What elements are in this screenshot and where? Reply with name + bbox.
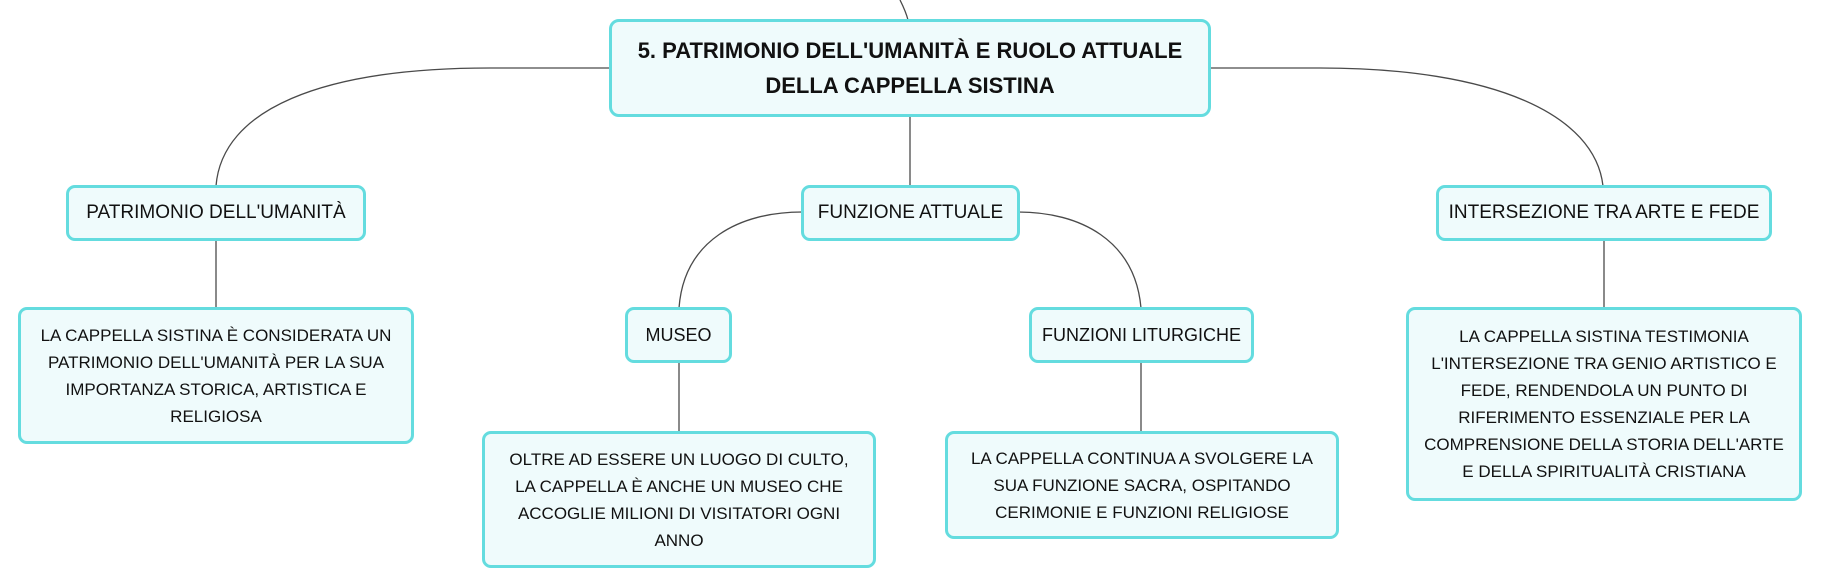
detail-text-museo: OLTRE AD ESSERE UN LUOGO DI CULTO, LA CA…	[509, 449, 849, 550]
connector-root-to-patrimonio	[215, 67, 610, 187]
subtopic-label-museo: MUSEO	[645, 325, 712, 345]
topic-node-intersezione[interactable]: INTERSEZIONE TRA ARTE E FEDE	[1436, 185, 1772, 241]
detail-node-museo[interactable]: OLTRE AD ESSERE UN LUOGO DI CULTO, LA CA…	[482, 431, 876, 568]
connector-root-to-intersezione	[1210, 67, 1604, 187]
detail-text-liturgiche: LA CAPPELLA CONTINUA A SVOLGERE LA SUA F…	[970, 448, 1314, 522]
connector-funzione-to-liturgiche	[1017, 211, 1142, 309]
topic-label-funzione: FUNZIONE ATTUALE	[817, 202, 1004, 223]
detail-text-intersezione: LA CAPPELLA SISTINA TESTIMONIA L'INTERSE…	[1424, 327, 1784, 481]
detail-text-patrimonio: LA CAPPELLA SISTINA È CONSIDERATA UN PAT…	[40, 325, 392, 426]
subtopic-node-liturgiche[interactable]: FUNZIONI LITURGICHE	[1029, 307, 1254, 363]
topic-node-funzione[interactable]: FUNZIONE ATTUALE	[801, 185, 1020, 241]
topic-label-patrimonio: PATRIMONIO DELL'UMANITÀ	[86, 202, 346, 223]
connector-parent-to-root	[899, 0, 909, 21]
root-title: 5. PATRIMONIO DELL'UMANITÀ E RUOLO ATTUA…	[637, 38, 1183, 98]
subtopic-node-museo[interactable]: MUSEO	[625, 307, 732, 363]
detail-node-liturgiche[interactable]: LA CAPPELLA CONTINUA A SVOLGERE LA SUA F…	[945, 431, 1339, 539]
root-node[interactable]: 5. PATRIMONIO DELL'UMANITÀ E RUOLO ATTUA…	[609, 19, 1211, 117]
topic-label-intersezione: INTERSEZIONE TRA ARTE E FEDE	[1448, 202, 1760, 223]
detail-node-patrimonio[interactable]: LA CAPPELLA SISTINA È CONSIDERATA UN PAT…	[18, 307, 414, 444]
connector-funzione-to-museo	[678, 211, 803, 309]
detail-node-intersezione[interactable]: LA CAPPELLA SISTINA TESTIMONIA L'INTERSE…	[1406, 307, 1802, 501]
subtopic-label-liturgiche: FUNZIONI LITURGICHE	[1041, 325, 1241, 345]
topic-node-patrimonio[interactable]: PATRIMONIO DELL'UMANITÀ	[66, 185, 366, 241]
